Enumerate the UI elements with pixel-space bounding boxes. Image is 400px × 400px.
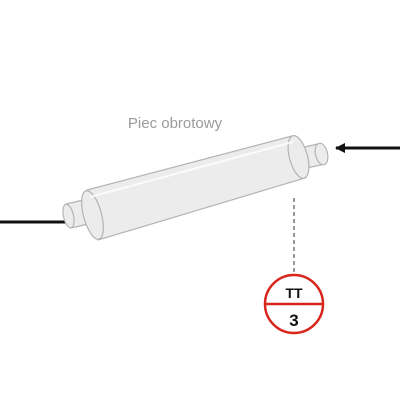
instrument-number: 3 — [289, 311, 298, 330]
rotary-kiln-icon — [62, 135, 329, 241]
instrument-letters: TT — [285, 285, 303, 301]
equipment-label: Piec obrotowy — [128, 115, 223, 132]
instrument-bubble: TT 3 — [263, 273, 325, 335]
